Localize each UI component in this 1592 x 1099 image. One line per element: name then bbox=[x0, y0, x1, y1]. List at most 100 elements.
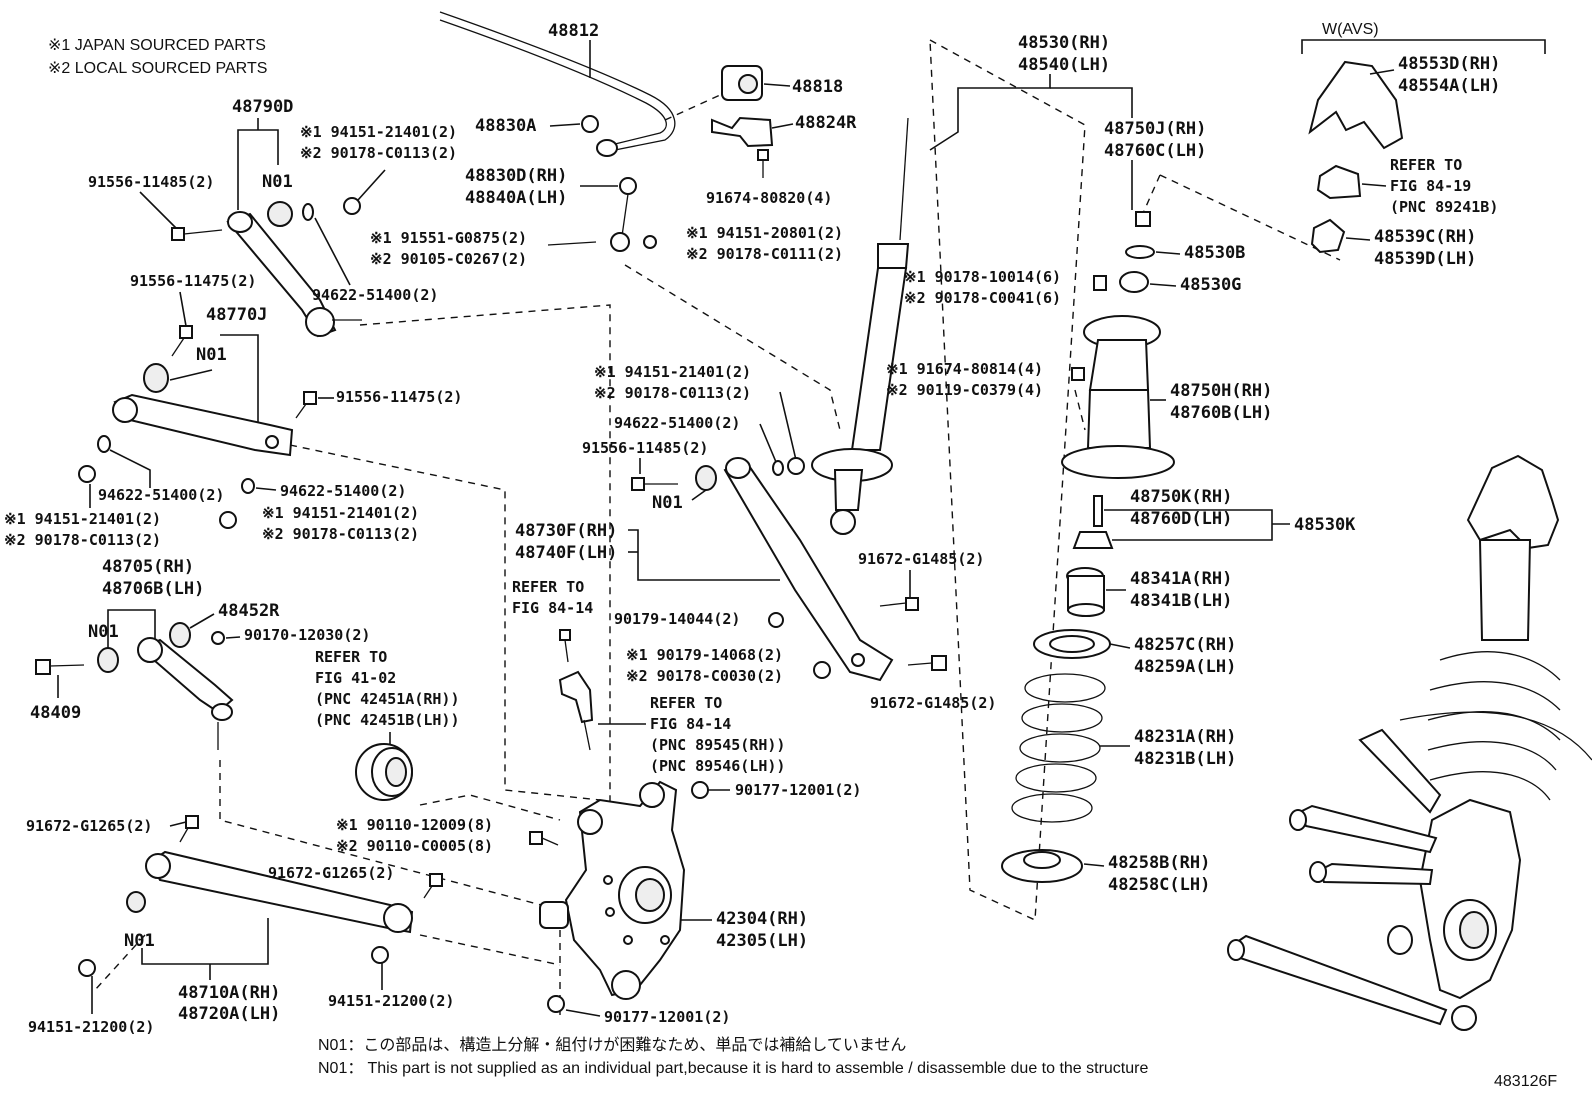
label-94151-21200-a: 94151-21200(2) bbox=[28, 1018, 154, 1036]
toe-arm-48705[interactable] bbox=[137, 637, 234, 750]
label-48554a: 48554A(LH) bbox=[1398, 76, 1500, 96]
stabilizer-bracket[interactable] bbox=[711, 116, 774, 148]
bolt-h[interactable] bbox=[631, 477, 678, 491]
label-48530g: 48530G bbox=[1180, 275, 1241, 295]
label-48730f: 48730F(RH) bbox=[515, 521, 617, 541]
ref-fig-84-14-b: REFER TO bbox=[650, 694, 722, 712]
ref-pnc-42451b: (PNC 42451B(LH)) bbox=[315, 711, 460, 729]
bump-stop-48750k[interactable] bbox=[1093, 495, 1103, 527]
label-90178-c0111: ※2 90178-C0111(2) bbox=[686, 245, 843, 263]
arm-48770j[interactable] bbox=[112, 393, 294, 457]
dashed-guide-lines bbox=[94, 38, 1341, 1015]
bolt-d[interactable] bbox=[295, 391, 317, 419]
label-90178-c0113-a: ※2 90178-C0113(2) bbox=[300, 144, 457, 162]
trailing-arm-48730f[interactable] bbox=[723, 457, 894, 682]
label-90110-12009: ※1 90110-12009(8) bbox=[336, 816, 493, 834]
bolt-48409[interactable] bbox=[35, 659, 85, 675]
washer-b[interactable] bbox=[97, 435, 111, 453]
n01-note-japanese: N01：この部品は、構造上分解・組付けが困難なため、単品では補給していません bbox=[318, 1036, 906, 1054]
knuckle-bushing[interactable] bbox=[539, 901, 569, 929]
bound-stopper-48760d[interactable] bbox=[1072, 531, 1114, 549]
link-nut-b[interactable] bbox=[643, 235, 657, 249]
avs-bracket[interactable] bbox=[1316, 164, 1362, 200]
note-local-sourced: ※2 LOCAL SOURCED PARTS bbox=[48, 60, 267, 77]
stabilizer-bar[interactable] bbox=[439, 11, 676, 157]
bolt-g[interactable] bbox=[529, 831, 559, 846]
ref-fig-41-02-b: FIG 41-02 bbox=[315, 669, 396, 687]
trailing-bushing[interactable] bbox=[695, 465, 717, 491]
figure-id: 483126F bbox=[1494, 1073, 1557, 1090]
nut-b[interactable] bbox=[78, 465, 96, 483]
label-48760b: 48760B(LH) bbox=[1170, 403, 1272, 423]
suspension-support-48750h[interactable] bbox=[1061, 315, 1175, 479]
label-48539d: 48539D(LH) bbox=[1374, 249, 1476, 269]
label-91674-80820: 91674-80820(4) bbox=[706, 189, 832, 207]
link-bolt[interactable] bbox=[547, 241, 597, 246]
rear-axle-carrier-knuckle[interactable] bbox=[564, 780, 686, 1000]
upper-arm-48790d[interactable] bbox=[226, 211, 337, 338]
shock-nut-top[interactable] bbox=[1135, 211, 1151, 227]
nut-f[interactable] bbox=[371, 946, 389, 964]
insulator-48530g[interactable] bbox=[1119, 271, 1149, 293]
label-48553d: 48553D(RH) bbox=[1398, 54, 1500, 74]
washer-a[interactable] bbox=[302, 203, 314, 221]
nut-i[interactable] bbox=[813, 661, 831, 679]
nut-j[interactable] bbox=[691, 781, 709, 799]
bolt-a[interactable] bbox=[171, 227, 223, 241]
label-48530b: 48530B bbox=[1184, 243, 1245, 263]
coil-spring-48231a[interactable] bbox=[1011, 673, 1106, 823]
hub-bearing[interactable] bbox=[355, 743, 413, 801]
stabilizer-link[interactable] bbox=[610, 177, 637, 252]
stabilizer-bushing[interactable] bbox=[721, 65, 763, 101]
label-94622-51400-b: 94622-51400(2) bbox=[98, 486, 224, 504]
bolt-j[interactable] bbox=[907, 655, 947, 671]
label-48231b: 48231B(LH) bbox=[1134, 749, 1236, 769]
nut-e[interactable] bbox=[78, 959, 96, 977]
bolt-f[interactable] bbox=[423, 873, 443, 899]
lower-insulator-48258b[interactable] bbox=[1001, 849, 1083, 883]
n01-note-english: N01： This part is not supplied as an ind… bbox=[318, 1060, 1148, 1077]
nut-k[interactable] bbox=[547, 995, 565, 1013]
toe-bushing[interactable] bbox=[97, 647, 119, 673]
label-48830a: 48830A bbox=[475, 116, 536, 136]
cover-48553d[interactable] bbox=[1308, 60, 1404, 150]
nut-g[interactable] bbox=[787, 457, 805, 475]
label-94151-21401-c: ※1 94151-21401(2) bbox=[262, 504, 419, 522]
label-48812: 48812 bbox=[548, 21, 599, 41]
bolt-c[interactable] bbox=[171, 325, 193, 357]
bolt-k[interactable] bbox=[1071, 367, 1085, 381]
bound-stopper-48341a[interactable] bbox=[1066, 567, 1105, 617]
label-90177-12001-a: 90177-12001(2) bbox=[735, 781, 861, 799]
abs-speed-sensor[interactable] bbox=[558, 670, 594, 751]
washer-c[interactable] bbox=[241, 478, 255, 494]
nut-d[interactable] bbox=[211, 631, 225, 645]
lower-bushing[interactable] bbox=[126, 891, 146, 913]
label-48740f: 48740F(LH) bbox=[515, 543, 617, 563]
shock-absorber[interactable] bbox=[811, 117, 910, 535]
nut-c[interactable] bbox=[219, 511, 237, 529]
label-94622-51400-a: 94622-51400(2) bbox=[312, 286, 438, 304]
washer-48530b[interactable] bbox=[1125, 245, 1155, 259]
bolt-e[interactable] bbox=[179, 815, 199, 843]
bushing-48452r[interactable] bbox=[169, 622, 191, 648]
label-48257c: 48257C(RH) bbox=[1134, 635, 1236, 655]
bracket-bolt[interactable] bbox=[757, 149, 769, 178]
ref-pnc-42451a: (PNC 42451A(RH)) bbox=[315, 690, 460, 708]
clip-48539c[interactable] bbox=[1310, 218, 1346, 254]
lower-arm-48710a[interactable] bbox=[145, 850, 414, 934]
label-90178-10014: ※1 90178-10014(6) bbox=[904, 268, 1061, 286]
nut-a[interactable] bbox=[343, 197, 361, 215]
bolt-i[interactable] bbox=[879, 597, 919, 611]
label-48530: 48530(RH) bbox=[1018, 33, 1110, 53]
nut-l[interactable] bbox=[1093, 275, 1107, 291]
upper-insulator-48257c[interactable] bbox=[1033, 629, 1111, 659]
label-48705: 48705(RH) bbox=[102, 557, 194, 577]
arm-bushing-n01[interactable] bbox=[267, 201, 293, 227]
ref-pnc-89241b: (PNC 89241B) bbox=[1390, 198, 1498, 216]
sensor-bolt[interactable] bbox=[559, 629, 571, 663]
link-nut[interactable] bbox=[581, 115, 599, 133]
arm-bushing-b[interactable] bbox=[143, 363, 169, 393]
label-90105-c0267: ※2 90105-C0267(2) bbox=[370, 250, 527, 268]
nut-h[interactable] bbox=[768, 612, 784, 628]
washer-d[interactable] bbox=[772, 460, 784, 476]
